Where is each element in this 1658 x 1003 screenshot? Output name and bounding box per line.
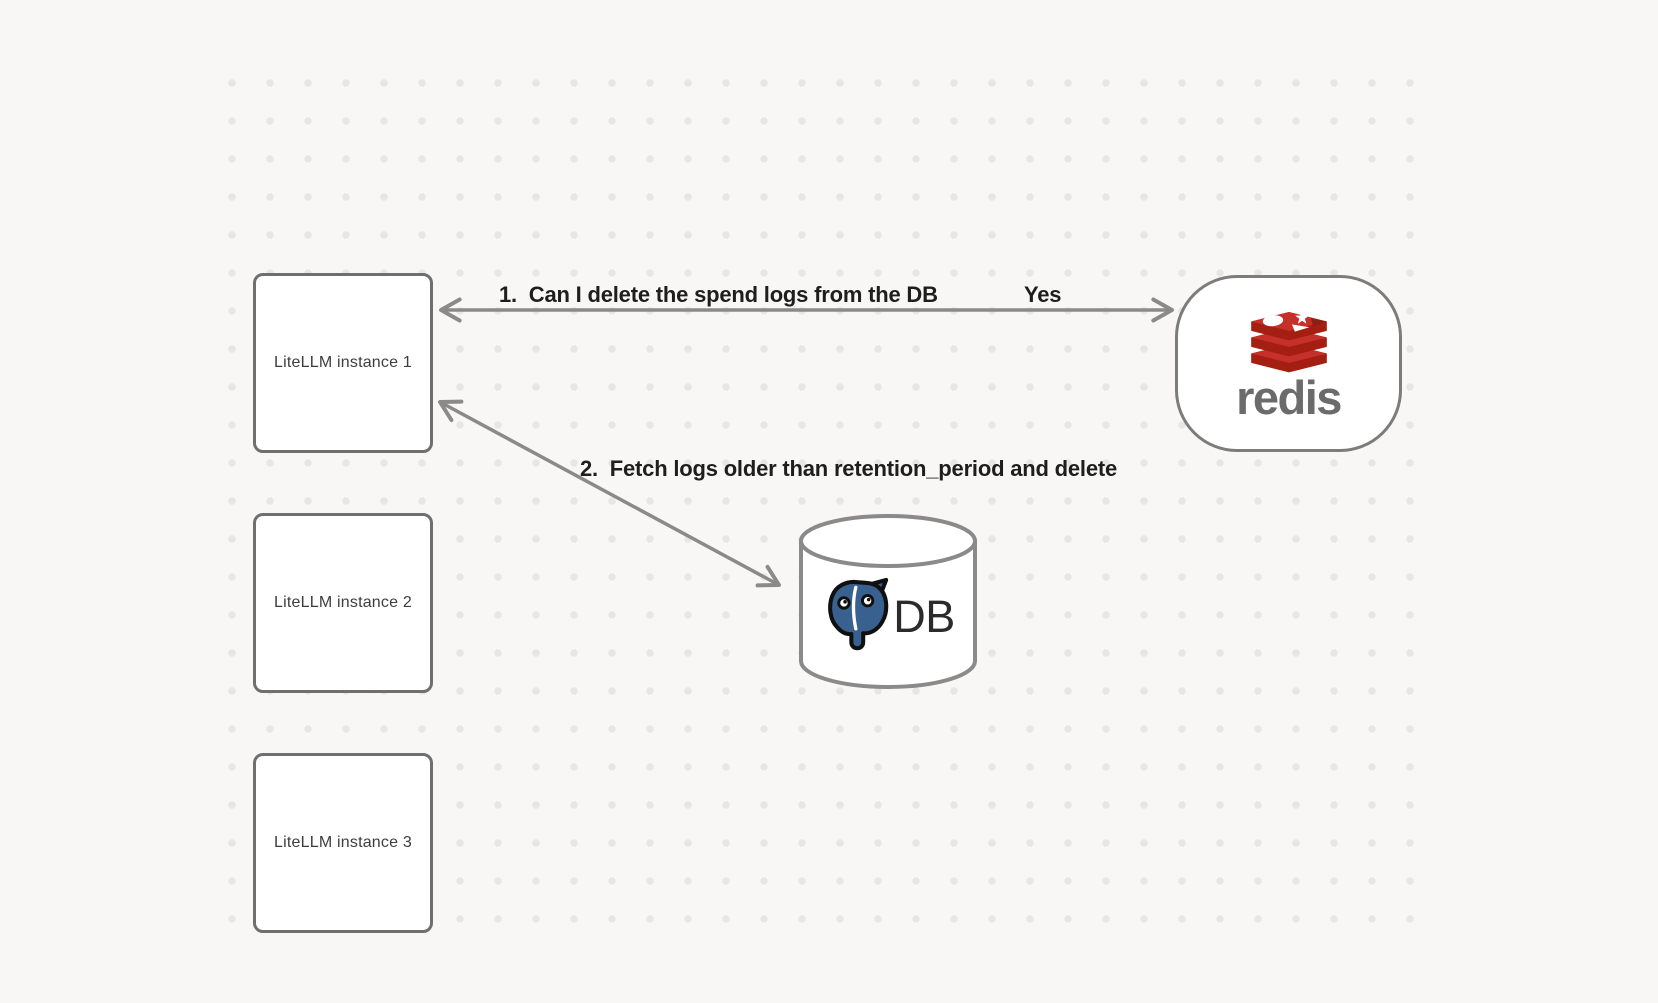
litellm-instance-3-label: LiteLLM instance 3 [274, 834, 412, 851]
database-cylinder-icon [799, 514, 977, 689]
node-litellm-instance-1[interactable]: LiteLLM instance 1 [253, 273, 433, 453]
redis-logo-icon [1250, 310, 1327, 372]
node-litellm-instance-2[interactable]: LiteLLM instance 2 [253, 513, 433, 693]
node-redis[interactable]: redis [1175, 275, 1402, 452]
node-database[interactable]: DB [797, 512, 979, 693]
edge-label-fetch-logs: 2. Fetch logs older than retention_perio… [580, 456, 1118, 481]
database-label: DB [893, 591, 955, 642]
litellm-instance-2-label: LiteLLM instance 2 [274, 594, 412, 611]
redis-wordmark: redis [1236, 370, 1342, 424]
node-litellm-instance-3[interactable]: LiteLLM instance 3 [253, 753, 433, 933]
edge-label-delete-spend-logs: 1. Can I delete the spend logs from the … [499, 282, 938, 307]
litellm-instance-1-label: LiteLLM instance 1 [274, 354, 412, 371]
postgresql-elephant-icon [828, 577, 889, 651]
edge-label-yes: Yes [1024, 282, 1062, 307]
